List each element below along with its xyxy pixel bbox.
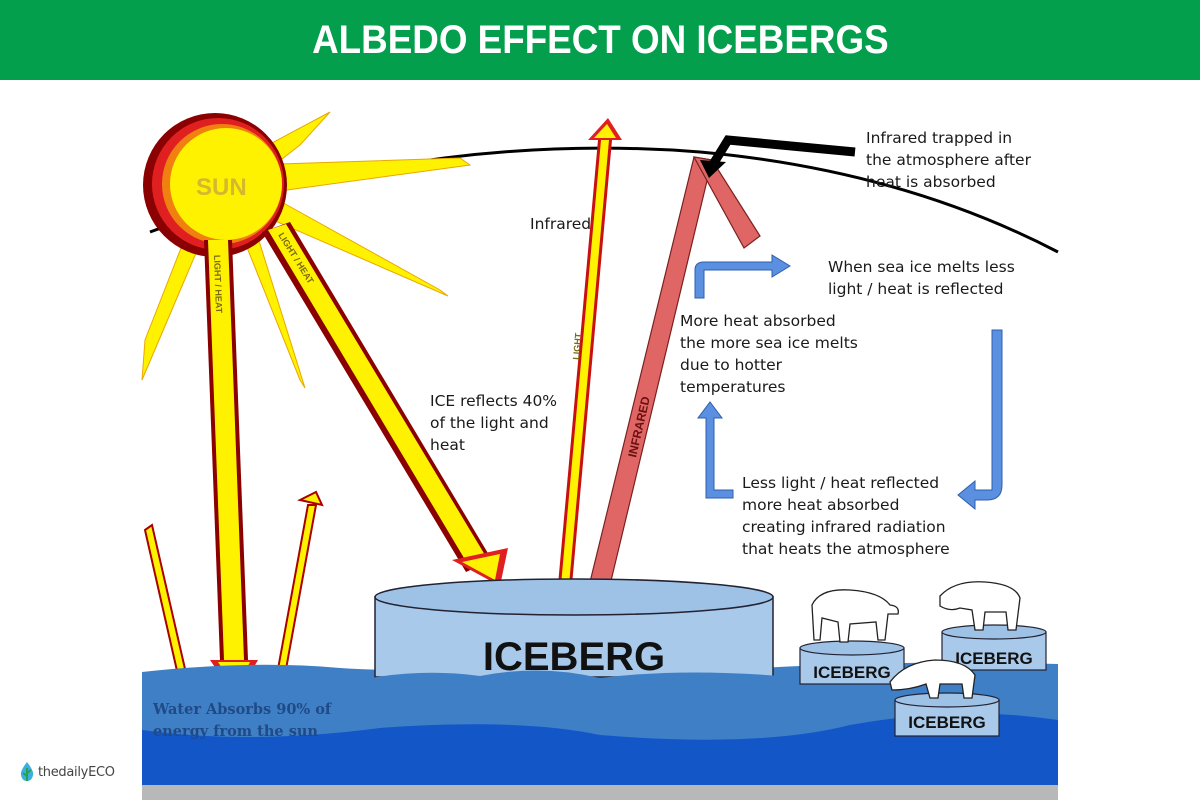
trapped-arrow-head xyxy=(700,160,726,178)
cycle-arrows xyxy=(694,254,1003,511)
header-banner: ALBEDO EFFECT ON ICEBERGS xyxy=(0,0,1200,80)
infrared-trapped-label: Infrared trapped in the atmosphere after… xyxy=(866,129,1036,191)
light-ray-label: LIGHT xyxy=(571,332,583,360)
more-heat-label: More heat absorbed the more sea ice melt… xyxy=(680,312,863,396)
sun-beam-to-ice: LIGHT / HEAT xyxy=(262,222,508,586)
page-title: ALBEDO EFFECT ON ICEBERGS xyxy=(311,17,889,62)
small-iceberg-1: ICEBERG xyxy=(799,640,905,685)
infrared-label: Infrared xyxy=(530,215,591,233)
sea-ice-melts-label: When sea ice melts less light / heat is … xyxy=(828,258,1020,298)
small-iceberg-1-label: ICEBERG xyxy=(813,663,890,682)
polar-bear-2-icon xyxy=(939,581,1021,631)
sun-rays xyxy=(141,111,472,389)
water-drop-leaf-icon xyxy=(20,762,34,781)
trapped-arrow xyxy=(708,135,856,169)
small-iceberg-2-label: ICEBERG xyxy=(955,649,1032,668)
ice-reflects-label: ICE reflects 40% of the light and heat xyxy=(430,392,562,454)
brand-name: thedailyECO xyxy=(38,764,115,780)
polar-bears xyxy=(811,581,1021,699)
polar-bear-3-icon xyxy=(889,659,976,699)
light-ray-up: LIGHT xyxy=(558,118,622,585)
albedo-diagram: SUN LIGHT / HEAT LIGHT / HEAT LIGHT INFR… xyxy=(141,100,1059,800)
main-iceberg-label: ICEBERG xyxy=(483,635,665,679)
sun-label: SUN xyxy=(196,174,247,201)
water-absorbs-label: Water Absorbs 90% of energy from the sun xyxy=(152,701,336,740)
ray-label-1: LIGHT / HEAT xyxy=(212,255,224,314)
small-iceberg-3-label: ICEBERG xyxy=(908,713,985,732)
small-iceberg-3: ICEBERG xyxy=(894,692,1000,737)
less-light-label: Less light / heat reflected more heat ab… xyxy=(742,474,951,558)
sun: SUN xyxy=(143,113,287,257)
polar-bear-1-icon xyxy=(811,589,899,643)
brand-logo[interactable]: thedailyECO xyxy=(20,762,115,782)
main-iceberg: ICEBERG xyxy=(360,578,780,700)
